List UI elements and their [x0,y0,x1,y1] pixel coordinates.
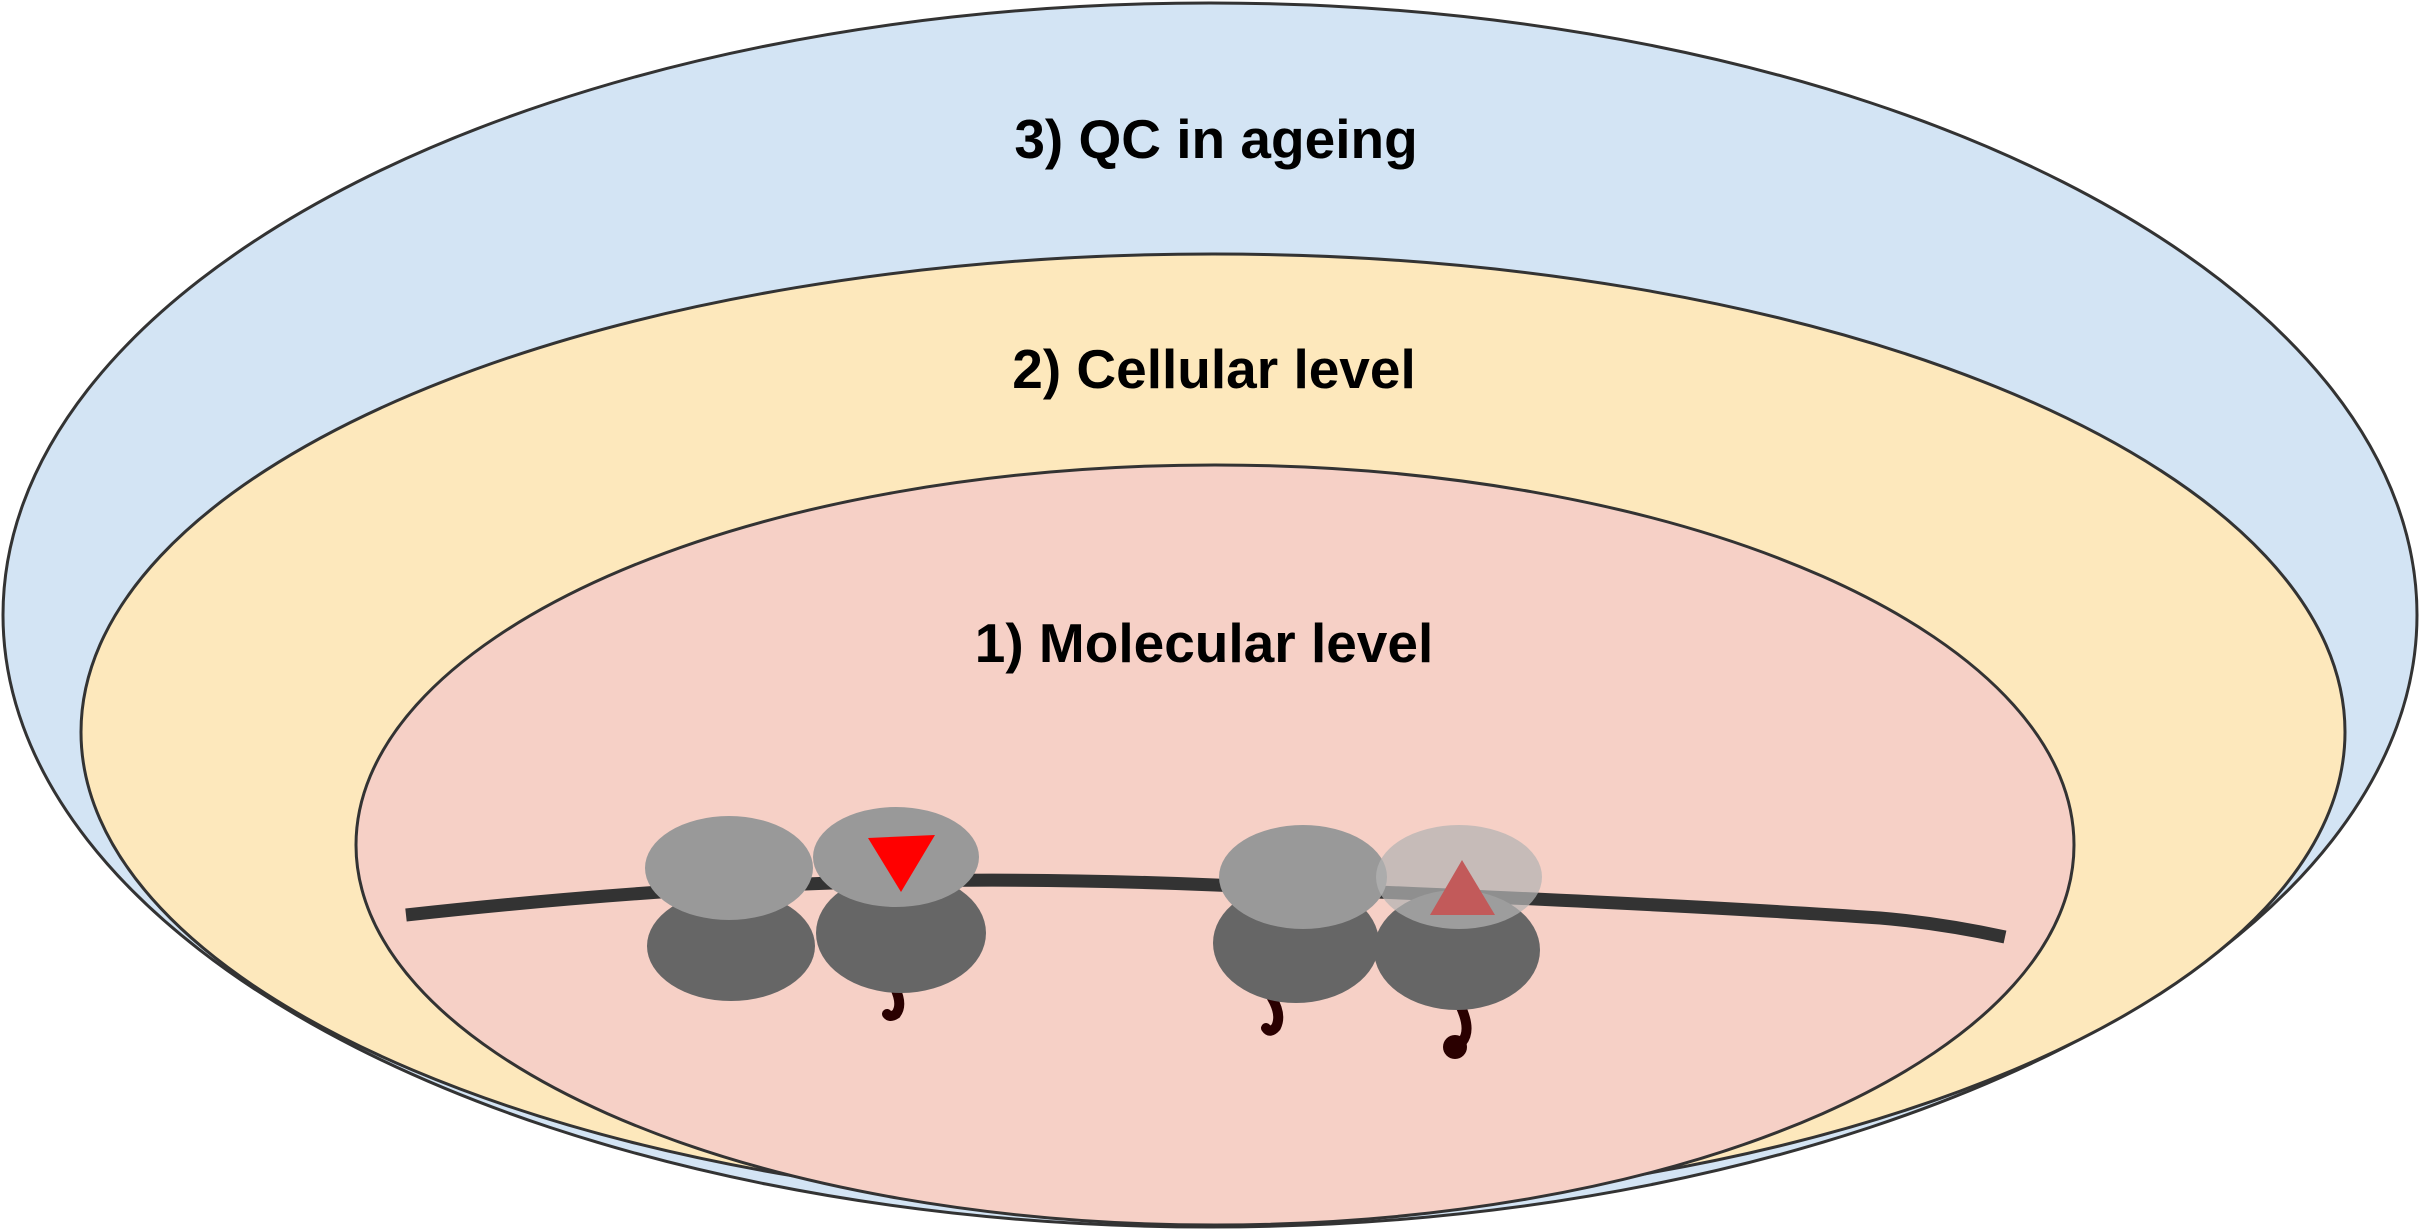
ribosome-2 [813,807,986,1021]
molecular-level-label: 1) Molecular level [975,612,1434,674]
large-subunit [647,891,815,1001]
ribosome-4 [1374,825,1542,1059]
small-subunit [645,816,813,920]
ribosome-3 [1213,825,1387,1036]
large-subunit [816,873,986,993]
faded-error-marker-icon [1430,860,1495,915]
molecular-level-ellipse [354,463,2076,1227]
cellular-level-label: 2) Cellular level [1012,338,1416,400]
ageing-level-label: 3) QC in ageing [1014,108,1417,170]
peptide-end [1443,1035,1467,1059]
nascent-peptide [1261,993,1284,1036]
nascent-peptide [882,983,905,1021]
error-marker-icon [868,835,935,892]
small-subunit [1219,825,1387,929]
ribosome-1 [645,816,815,1001]
